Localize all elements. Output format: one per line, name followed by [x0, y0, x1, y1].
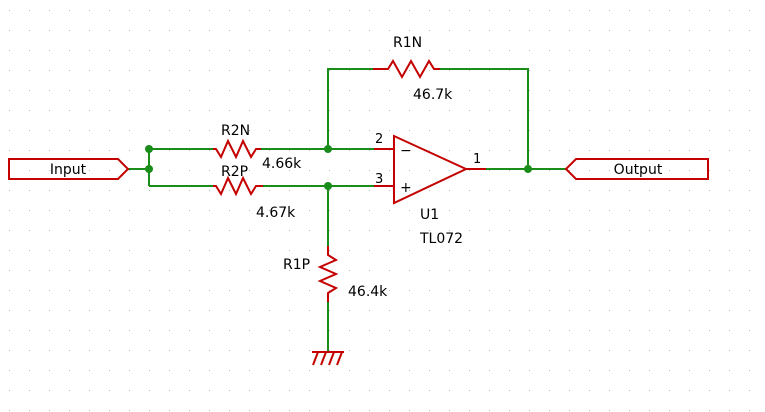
- wire-feedback-right: [440, 68, 529, 169]
- r1p-ref: R1P: [283, 257, 310, 273]
- junction-dot: [524, 165, 532, 173]
- opamp-ref: U1: [420, 207, 439, 223]
- junction-dot: [145, 165, 153, 173]
- port-output[interactable]: Output: [564, 158, 709, 180]
- r1p-value: 46.4k: [348, 284, 388, 300]
- wire-feedback-left: [327, 68, 373, 149]
- ground-symbol: [312, 351, 344, 366]
- port-output-label: Output: [614, 162, 663, 178]
- r2n-value: 4.66k: [262, 156, 302, 172]
- junction-dot: [145, 145, 153, 153]
- junction-dot: [324, 182, 332, 190]
- wires: [128, 68, 566, 352]
- resistor-r2p[interactable]: [213, 175, 263, 197]
- r2p-ref: R2P: [221, 164, 248, 180]
- opamp-plus-sign: +: [400, 180, 412, 196]
- port-input-label: Input: [50, 162, 87, 178]
- opamp-body: [393, 134, 469, 205]
- r1n-ref: R1N: [393, 35, 422, 51]
- opamp-value: TL072: [419, 231, 463, 247]
- resistor-r1p[interactable]: [317, 246, 339, 302]
- junction-dot: [324, 145, 332, 153]
- resistor-r2n[interactable]: [213, 138, 261, 160]
- opamp-minus-sign: −: [400, 143, 412, 159]
- opamp-u1[interactable]: − +: [374, 134, 486, 205]
- grid-dots: [9, 10, 750, 411]
- port-input[interactable]: Input: [8, 158, 130, 180]
- pin-number-noninverting: 3: [375, 172, 383, 187]
- junctions: [145, 145, 532, 190]
- pin-number-inverting: 2: [375, 132, 383, 147]
- pin-number-output: 1: [473, 152, 481, 167]
- resistor-r1n[interactable]: [373, 58, 440, 80]
- r2n-ref: R2N: [221, 123, 250, 139]
- r1n-value: 46.7k: [413, 87, 453, 103]
- r2p-value: 4.67k: [256, 205, 296, 221]
